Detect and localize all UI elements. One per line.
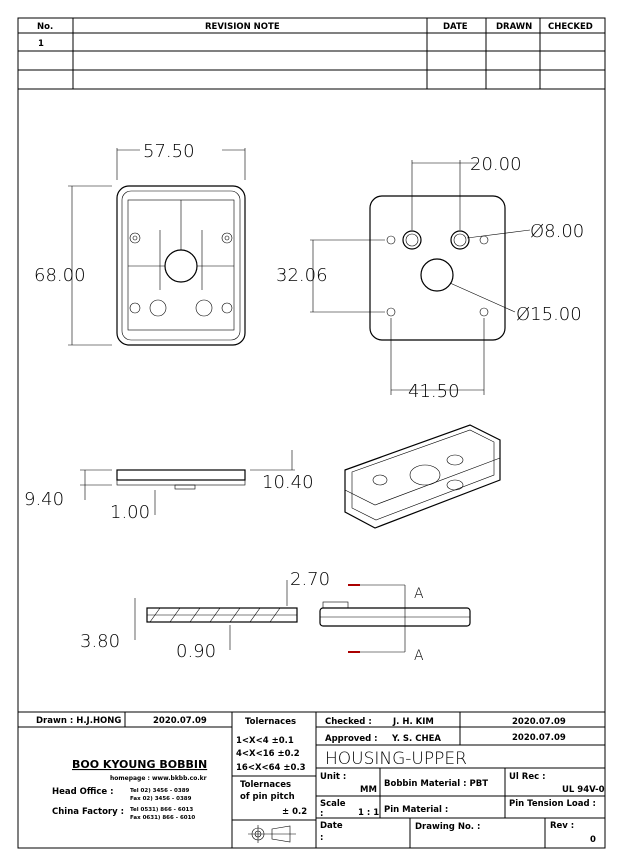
projection-symbol-icon	[248, 825, 296, 843]
dim-width: 57.50	[143, 141, 195, 162]
header-no: No.	[37, 22, 53, 32]
section-view: 3.80 0.90 2.70 A A	[80, 569, 471, 664]
ul-value: UL 94V-0	[562, 785, 605, 795]
pin-tolerance-title: Tolernaces	[240, 780, 291, 790]
drawing-number: Drawing No. :	[415, 822, 480, 832]
dim-section-base: 3.80	[80, 631, 120, 652]
ul-label: Ul Rec :	[509, 772, 545, 782]
pin-tension-load: Pin Tension Load :	[509, 799, 596, 809]
approved-date: 2020.07.09	[512, 733, 566, 743]
dim-pin-diameter: Ø8.00	[530, 221, 584, 242]
scale-colon: :	[320, 809, 323, 819]
header-drawn: DRAWN	[496, 22, 532, 32]
header-checked: CHECKED	[548, 22, 593, 32]
china-factory-label: China Factory :	[52, 807, 124, 817]
scale-value: 1 : 1	[358, 808, 379, 818]
side-view: 9.40 1.00 10.40	[24, 450, 314, 523]
section-label-top: A	[414, 586, 424, 602]
homepage: homepage : www.bkbb.co.kr	[110, 775, 207, 782]
dim-pin-spacing: 20.00	[470, 154, 522, 175]
revision-table: No. REVISION NOTE DATE DRAWN CHECKED 1	[18, 18, 605, 90]
pin-tolerance-value: ± 0.2	[282, 807, 307, 817]
tolerance-2: 4<X<16 ±0.2	[236, 749, 300, 759]
head-office-tel: Tel 02) 3456 - 0389	[130, 788, 190, 794]
checked-date: 2020.07.09	[512, 717, 566, 727]
pin-material: Pin Material :	[384, 805, 448, 815]
head-office-fax: Fax 02) 3456 - 0389	[130, 796, 192, 802]
dim-side-height: 10.40	[262, 472, 314, 493]
date-label: Date	[320, 821, 343, 831]
unit-value: MM	[360, 785, 377, 795]
revision-number: 1	[38, 39, 44, 49]
dim-horizontal-pitch: 41.50	[408, 381, 460, 402]
bobbin-material: Bobbin Material : PBT	[384, 779, 488, 789]
title-block: Drawn : H.J.HONG 2020.07.09 BOO KYOUNG B…	[18, 711, 605, 848]
header-date: DATE	[443, 22, 468, 32]
header-revision-note: REVISION NOTE	[205, 22, 280, 32]
head-office-label: Head Office :	[52, 787, 114, 797]
tolerance-1: 1<X<4 ±0.1	[236, 736, 294, 746]
drawing-frame	[17, 17, 606, 849]
scale-label: Scale	[320, 799, 346, 809]
checked-label: Checked :	[325, 717, 372, 727]
front-view: 57.50 68.00	[34, 141, 246, 346]
part-name: HOUSING-UPPER	[325, 749, 467, 769]
isometric-view	[344, 424, 501, 529]
dim-height: 68.00	[34, 265, 86, 286]
tolerance-3: 16<X<64 ±0.3	[236, 763, 306, 773]
dim-vertical-pitch: 32.06	[276, 265, 328, 286]
drawn-date: 2020.07.09	[153, 716, 207, 726]
approved-label: Approved :	[325, 734, 378, 744]
dim-side-step: 1.00	[110, 502, 150, 523]
rev-value: 0	[590, 835, 596, 845]
dim-center-hole: Ø15.00	[516, 304, 582, 325]
dim-section-step: 0.90	[176, 641, 216, 662]
section-label-bottom: A	[414, 648, 424, 664]
checked-name: J. H. KIM	[392, 717, 434, 727]
dim-section-top: 2.70	[290, 569, 330, 590]
dim-side-base: 9.40	[24, 489, 64, 510]
approved-name: Y. S. CHEA	[391, 734, 441, 744]
pin-tolerance-sub: of pin pitch	[240, 792, 295, 802]
tolerances-title: Tolernaces	[245, 717, 296, 727]
china-factory-fax: Fax 0631) 866 - 6010	[130, 815, 195, 821]
back-view: 20.00 Ø8.00 Ø15.00 32.06 41.50	[276, 154, 584, 402]
drawn-by: Drawn : H.J.HONG	[36, 716, 121, 726]
rev-label: Rev :	[550, 821, 574, 831]
china-factory-tel: Tel 0531) 866 - 6013	[130, 807, 193, 813]
date-colon: :	[320, 833, 323, 843]
unit-label: Unit :	[320, 772, 346, 782]
company-name: BOO KYOUNG BOBBIN	[72, 758, 207, 771]
